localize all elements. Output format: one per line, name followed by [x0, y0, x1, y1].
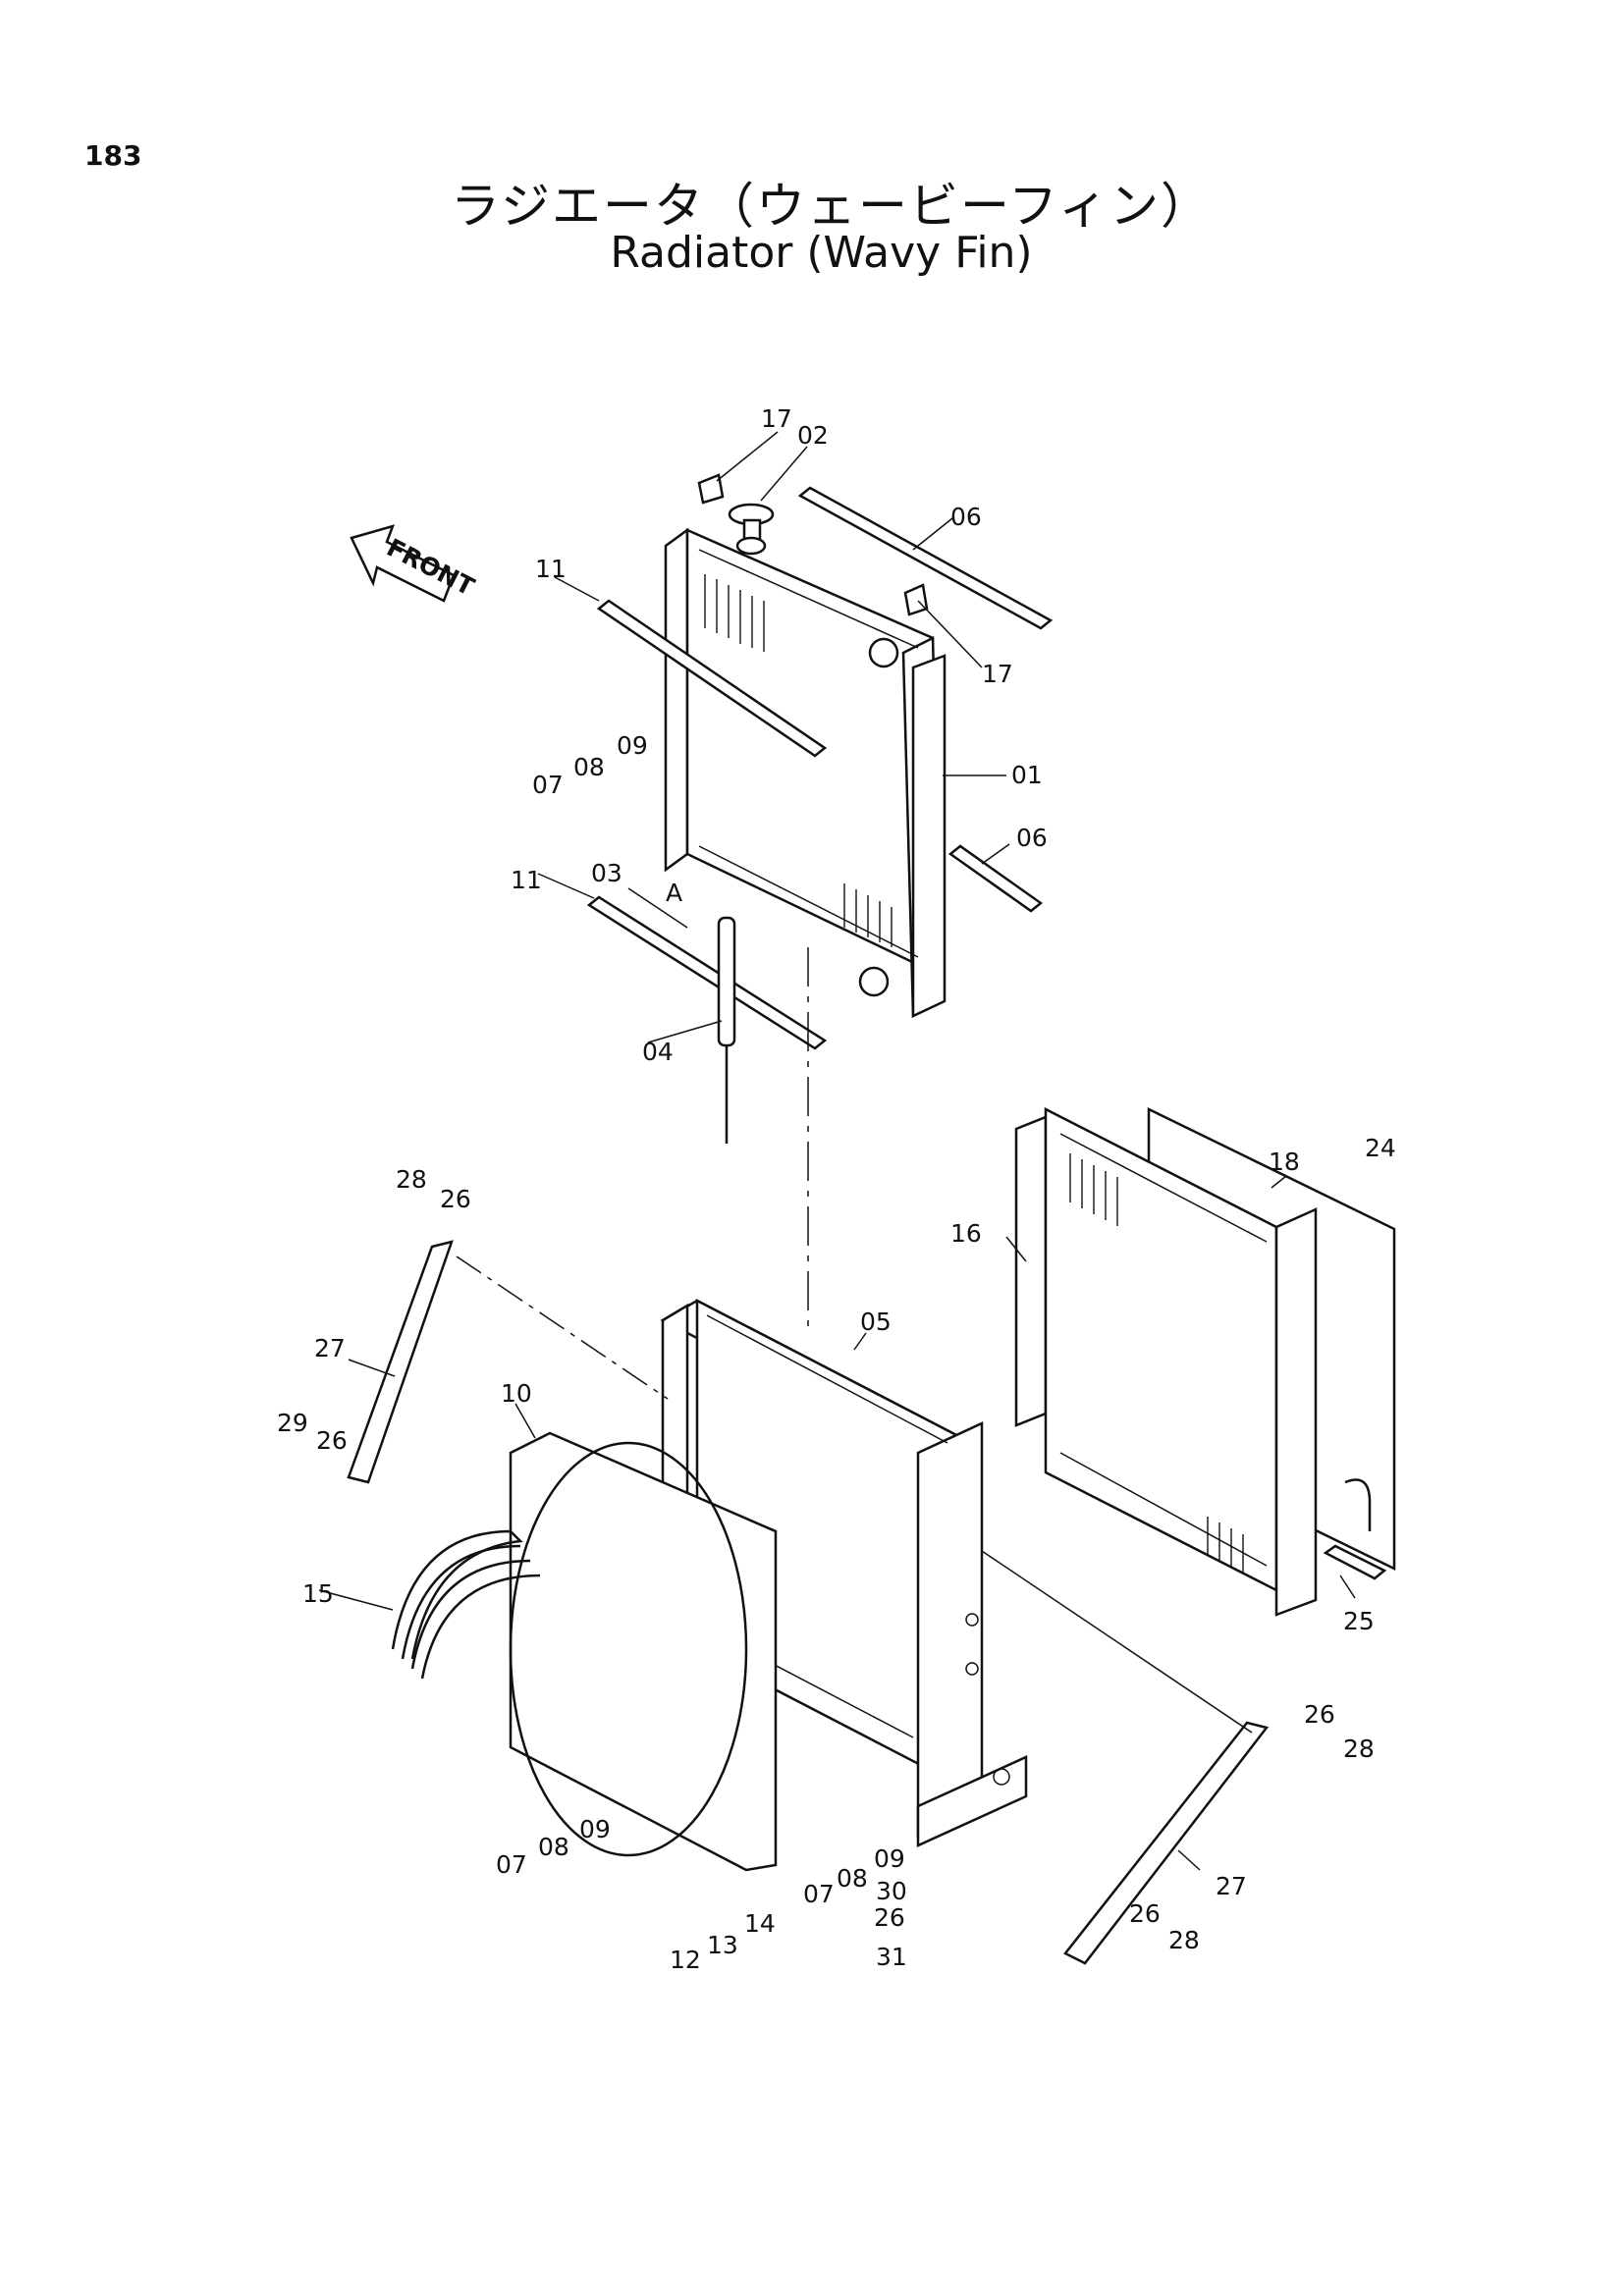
callout-08-mid: 08 [837, 1864, 868, 1893]
callout-15: 15 [302, 1579, 334, 1608]
callout-27-left: 27 [314, 1334, 346, 1362]
callout-09-top: 09 [617, 731, 648, 760]
callout-26-left-bottom: 26 [316, 1426, 348, 1455]
callout-30: 30 [876, 1877, 907, 1905]
callout-26-right-bottom: 26 [1129, 1899, 1161, 1928]
front-arrow-icon: FRONT [350, 524, 479, 603]
callout-28-left: 28 [396, 1165, 427, 1194]
callout-07-mid: 07 [803, 1880, 835, 1908]
callout-26-left-top: 26 [440, 1185, 471, 1213]
callout-10: 10 [501, 1379, 532, 1408]
callout-27-right: 27 [1216, 1872, 1247, 1900]
callout-07-left: 07 [496, 1850, 527, 1879]
callout-06-mid: 06 [1016, 824, 1048, 852]
callout-11-top: 11 [535, 555, 567, 583]
callout-03: 03 [591, 859, 622, 887]
callout-13: 13 [707, 1931, 738, 1959]
callout-26-right-top: 26 [1304, 1700, 1335, 1729]
callout-16: 16 [950, 1219, 982, 1248]
callout-28-right-bottom: 28 [1168, 1926, 1200, 1954]
leader-lines [318, 431, 1356, 1871]
callout-07-top: 07 [532, 771, 564, 799]
callout-25: 25 [1343, 1607, 1375, 1635]
title-english: Radiator (Wavy Fin) [610, 228, 1033, 278]
callout-01: 01 [1011, 761, 1043, 789]
fan-shroud [391, 1431, 778, 1872]
callout-04: 04 [642, 1038, 674, 1066]
callout-02: 02 [797, 421, 829, 450]
callout-09-mid: 09 [874, 1844, 905, 1873]
detail-label-a: A [666, 879, 682, 907]
callout-08-top: 08 [573, 753, 605, 781]
callout-24: 24 [1365, 1134, 1396, 1162]
radiator-core [586, 473, 1054, 1335]
callout-08-left: 08 [538, 1833, 569, 1861]
callout-14: 14 [744, 1909, 776, 1938]
callout-18: 18 [1269, 1148, 1300, 1176]
title-japanese: ラジエータ（ウェービーフィン） [451, 178, 1212, 235]
callouts: 17 02 06 11 17 01 09 08 07 06 11 03 A 04… [277, 404, 1396, 1974]
callout-05: 05 [860, 1308, 892, 1336]
callout-31: 31 [876, 1943, 907, 1971]
stays [347, 1240, 1270, 1965]
callout-06-top: 06 [950, 503, 982, 531]
callout-29: 29 [277, 1409, 308, 1437]
callout-09-left: 09 [579, 1815, 611, 1843]
callout-11-mid: 11 [511, 866, 542, 894]
callout-17-right: 17 [982, 660, 1013, 688]
callout-26-mid: 26 [874, 1903, 905, 1932]
callout-12: 12 [670, 1946, 701, 1974]
callout-28-right-top: 28 [1343, 1735, 1375, 1763]
page-number: 183 [84, 139, 142, 172]
oil-cooler [1014, 1106, 1396, 1617]
callout-17-top: 17 [761, 404, 792, 433]
